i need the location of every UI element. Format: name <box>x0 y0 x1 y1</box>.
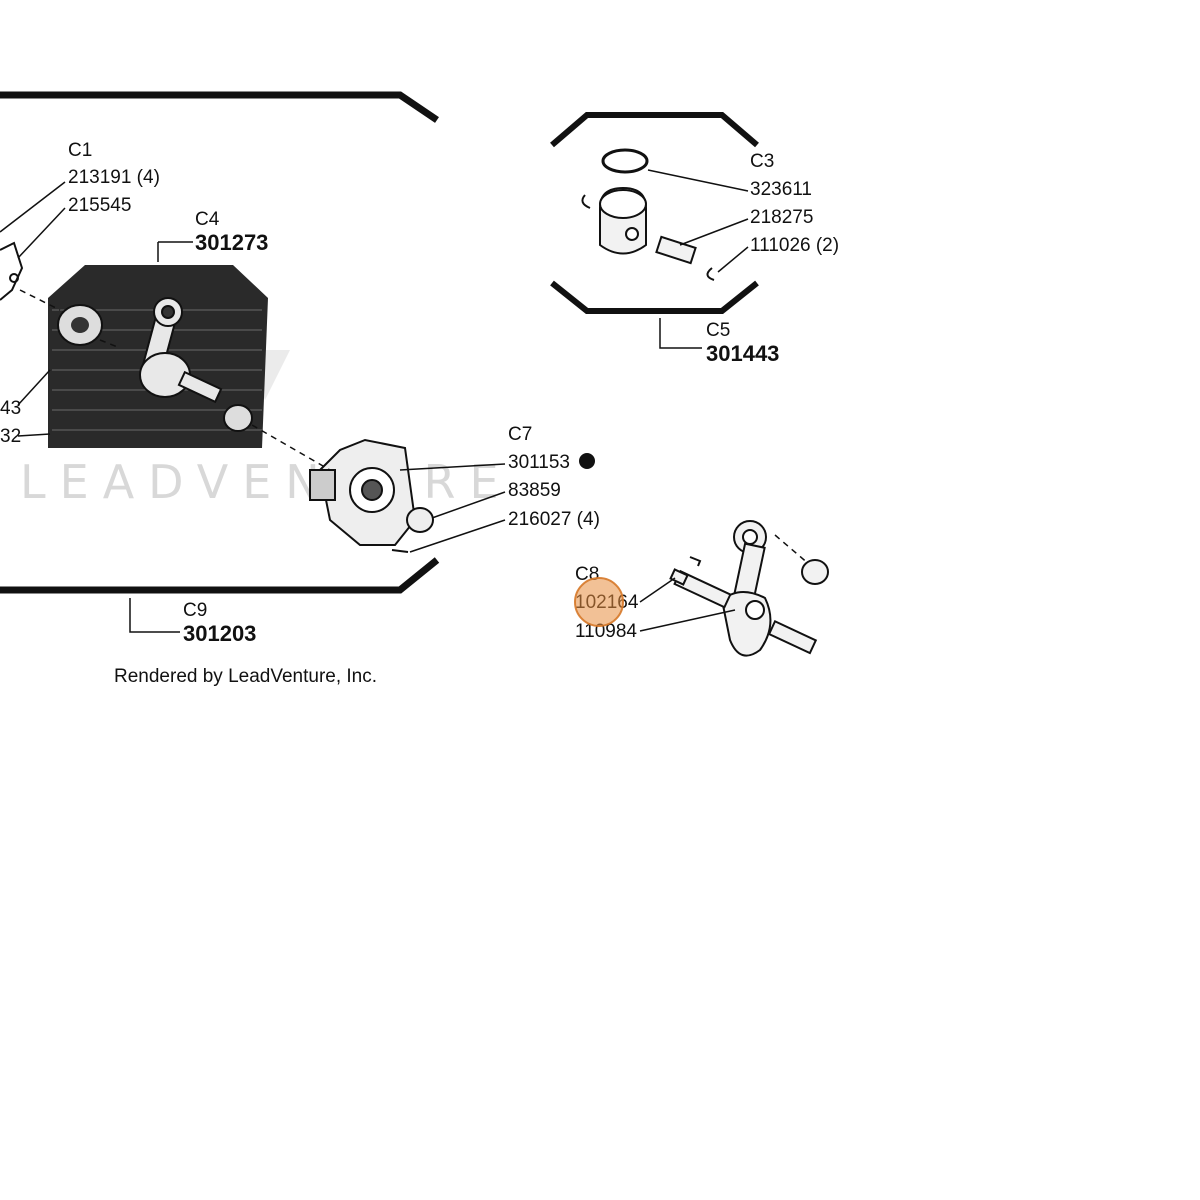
c4-kit-number[interactable]: 301273 <box>195 230 268 255</box>
c5-kit-number[interactable]: 301443 <box>706 341 779 366</box>
leader-lines-right <box>647 169 749 349</box>
retaining-clip-icon <box>581 194 591 209</box>
c1-part-215545[interactable]: 215545 <box>68 195 131 216</box>
leader-lines-left <box>0 181 506 633</box>
c7-part-301153[interactable]: 301153 <box>508 452 570 473</box>
click-highlight-marker <box>574 577 624 627</box>
crankcase-half-icon <box>309 438 434 553</box>
c8-part-110984[interactable]: 110984 <box>575 621 637 642</box>
seal-icon <box>406 507 434 533</box>
key-icon <box>689 556 702 567</box>
c3-part-218275[interactable]: 218275 <box>750 207 813 228</box>
leader-lines-crankshaft <box>639 577 736 632</box>
availability-dot-icon <box>579 453 595 469</box>
c3-part-323611[interactable]: 323611 <box>750 179 812 200</box>
piston-ring-icon <box>601 148 649 174</box>
c3-part-111026[interactable]: 111026 (2) <box>750 235 839 256</box>
c1-part-213191[interactable]: 213191 (4) <box>68 167 160 188</box>
c5-ref: C5 <box>706 320 730 341</box>
partial-part-32[interactable]: 32 <box>0 426 21 447</box>
gasket-icon <box>0 241 24 301</box>
c7-part-216027[interactable]: 216027 (4) <box>508 509 600 530</box>
watermark-text: LEADVENTURE <box>20 455 513 509</box>
c4-ref: C4 <box>195 209 220 230</box>
assembly-lines <box>19 289 811 566</box>
c9-kit-number[interactable]: 301203 <box>183 621 256 646</box>
needle-bearing-icon <box>801 559 829 585</box>
c9-ref: C9 <box>183 600 207 621</box>
c5-kit-bracket <box>550 112 759 314</box>
c7-part-83859[interactable]: 83859 <box>508 480 561 501</box>
crankshaft-assembly-icon <box>669 520 829 657</box>
c7-ref: C7 <box>508 424 532 445</box>
seal-icon <box>223 404 253 432</box>
crankshaft-icon <box>139 297 223 404</box>
render-credit: Rendered by LeadVenture, Inc. <box>114 666 377 687</box>
c3-ref: C3 <box>750 151 774 172</box>
c9-kit-bracket <box>0 91 440 594</box>
c4-kit-box <box>48 265 268 448</box>
retaining-clip-icon <box>706 267 715 281</box>
piston-assembly-icon <box>581 148 715 281</box>
wrist-pin-icon <box>655 235 697 265</box>
partial-part-43[interactable]: 43 <box>0 398 21 419</box>
c1-ref: C1 <box>68 140 92 161</box>
